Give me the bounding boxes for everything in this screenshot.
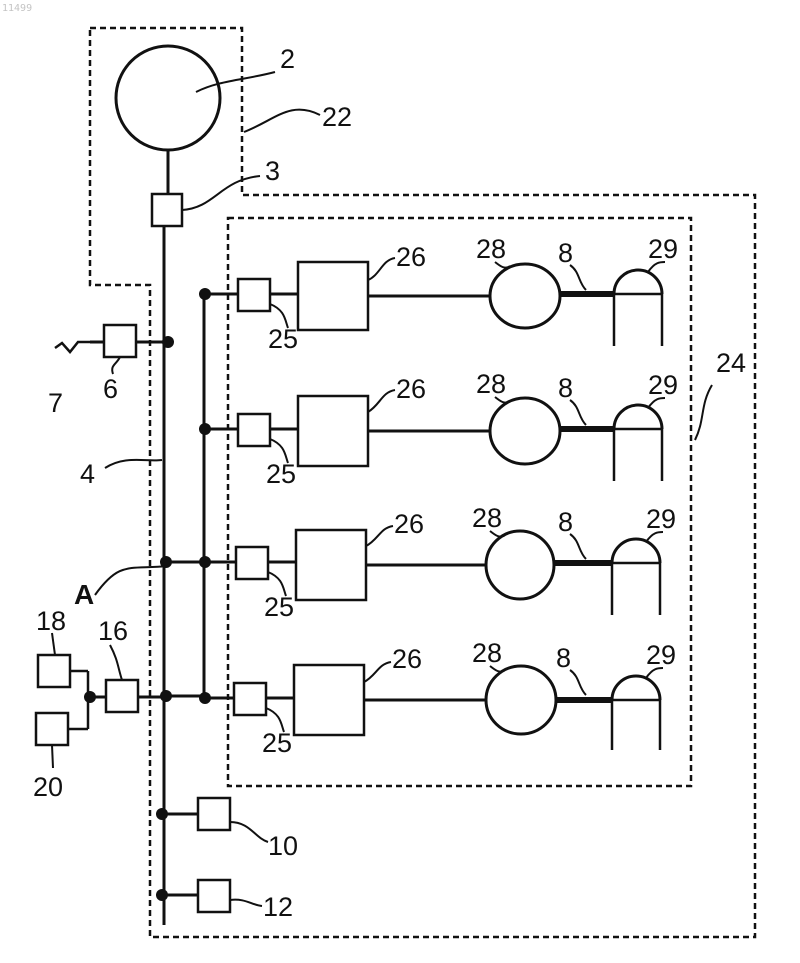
converter-4-box [294, 665, 364, 735]
motor-2-circle [490, 398, 560, 464]
label-8-row-1: 8 [558, 238, 573, 268]
label-26-row-4: 26 [392, 644, 422, 674]
leader-26-3 [366, 526, 393, 546]
leader-4 [105, 460, 162, 468]
leader-26-4 [364, 662, 391, 682]
label-28-row-1: 28 [476, 234, 506, 264]
unit-18-box [38, 655, 70, 687]
label-26-row-1: 26 [396, 242, 426, 272]
label-28-row-2: 28 [476, 369, 506, 399]
leader-8-2 [570, 400, 586, 425]
leader-8-3 [570, 534, 586, 559]
generator-circle [116, 46, 220, 150]
converter-1-box [298, 262, 368, 330]
label-24: 24 [716, 348, 746, 378]
leader-20 [52, 745, 53, 768]
load-4-shape [612, 676, 660, 700]
junction-shore [162, 336, 174, 348]
leader-6 [112, 357, 120, 374]
shore-connection-plug [55, 342, 90, 352]
consumer-12-box [198, 880, 230, 912]
branch-switch-1-box [238, 279, 270, 311]
leader-24 [695, 385, 712, 440]
label-4: 4 [80, 459, 95, 489]
branch-switch-4-box [234, 683, 266, 715]
label-25-row-3: 25 [264, 592, 294, 622]
label-29-row-4: 29 [646, 640, 676, 670]
label-10: 10 [268, 831, 298, 861]
leader-3 [182, 176, 260, 210]
label-12: 12 [263, 892, 293, 922]
label-16: 16 [98, 616, 128, 646]
label-3: 3 [265, 156, 280, 186]
label-20: 20 [33, 772, 63, 802]
motor-1-circle [490, 264, 560, 328]
label-22: 22 [322, 102, 352, 132]
label-7: 7 [48, 388, 63, 418]
leader-12 [230, 900, 262, 906]
label-29-row-1: 29 [648, 234, 678, 264]
leader-26-1 [368, 258, 395, 280]
load-1-shape [614, 270, 662, 294]
label-6: 6 [103, 374, 118, 404]
leader-22 [244, 110, 320, 132]
label-28-row-4: 28 [472, 638, 502, 668]
leader-10 [230, 822, 268, 842]
generator-switch-box [152, 194, 182, 226]
label-8-row-4: 8 [556, 643, 571, 673]
converter-3-box [296, 530, 366, 600]
leader-a [95, 566, 168, 595]
converter-2-box [298, 396, 368, 466]
switch-16-box [106, 680, 138, 712]
leader-8-1 [570, 265, 586, 290]
label-26-row-2: 26 [396, 374, 426, 404]
motor-3-circle [486, 531, 554, 599]
shore-switch-box [104, 325, 136, 357]
figure-id: 11499 [2, 3, 32, 14]
consumer-10-box [198, 798, 230, 830]
leader-8-4 [570, 670, 586, 695]
label-28-row-3: 28 [472, 503, 502, 533]
enclosure-22-outline [90, 28, 755, 937]
label-25-row-1: 25 [268, 324, 298, 354]
label-25-row-4: 25 [262, 728, 292, 758]
label-26-row-3: 26 [394, 509, 424, 539]
label-a: A [74, 579, 94, 610]
motor-4-circle [486, 666, 556, 734]
branch-switch-2-box [238, 414, 270, 446]
leader-18 [52, 633, 55, 655]
label-18: 18 [36, 606, 66, 636]
load-3-shape [612, 539, 660, 563]
branch-switch-3-box [236, 547, 268, 579]
label-25-row-2: 25 [266, 459, 296, 489]
label-2: 2 [280, 44, 295, 74]
unit-20-box [36, 713, 68, 745]
leader-16 [110, 645, 122, 680]
label-29-row-2: 29 [648, 370, 678, 400]
label-8-row-2: 8 [558, 373, 573, 403]
label-8-row-3: 8 [558, 507, 573, 537]
load-2-shape [614, 405, 662, 429]
leader-26-2 [368, 390, 395, 412]
label-29-row-3: 29 [646, 504, 676, 534]
